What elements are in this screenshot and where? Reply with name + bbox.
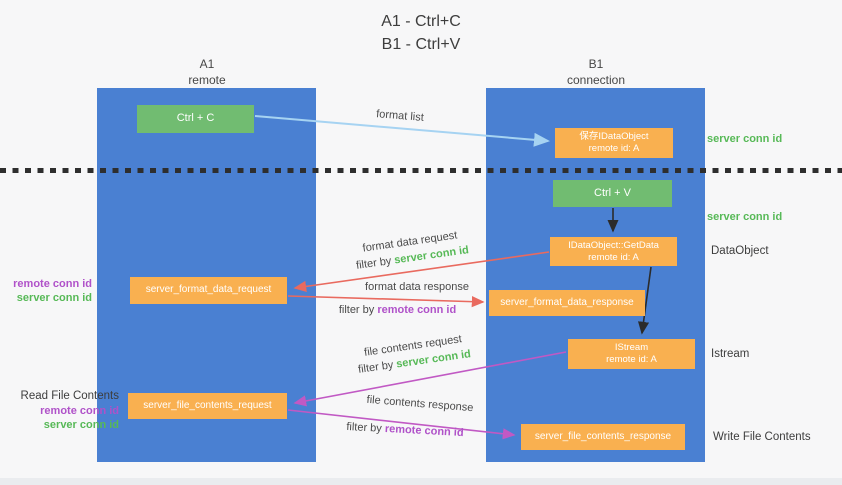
label-server-conn-id-left-bottom: server conn id <box>43 418 119 431</box>
node-idataobject-getdata: IDataObject::GetData remote id: A <box>550 237 677 266</box>
node-ctrl-c: Ctrl + C <box>137 105 254 133</box>
title-line-1: A1 - Ctrl+C <box>381 13 461 30</box>
label-group-conn-ids-bottom: remote conn id server conn id <box>0 405 119 433</box>
column-a-header: A1 remote <box>147 57 267 88</box>
node-ctrl-v: Ctrl + V <box>553 180 672 207</box>
label-server-conn-id-left-top: server conn id <box>16 291 92 304</box>
label-remote-conn-id-bottom: remote conn id <box>40 405 119 417</box>
node-istream-line2: remote id: A <box>606 354 657 365</box>
column-b-name: B1 <box>588 57 604 71</box>
label-filter-by-remote-conn-id-1: filter by remote conn id <box>330 304 465 316</box>
label-server-conn-id-mid: server conn id <box>707 211 783 223</box>
node-ctrl-v-label: Ctrl + V <box>594 186 631 199</box>
diagram-title: A1 - Ctrl+C B1 - Ctrl+V <box>0 10 842 56</box>
label-filter-by-remote-conn-id-2: filter by remote conn id <box>335 420 475 439</box>
label-read-file-contents: Read File Contents <box>20 390 119 402</box>
filter-by-prefix: filter by <box>338 304 378 316</box>
node-server-file-contents-request: server_file_contents_request <box>128 393 287 419</box>
node-server-format-data-request: server_format_data_request <box>130 277 287 304</box>
node-getdata-line2: remote id: A <box>588 251 639 263</box>
node-file-response-label: server_file_contents_response <box>534 430 672 442</box>
node-format-response-label: server_format_data_response <box>500 296 634 308</box>
node-istream: IStream remote id: A <box>568 339 695 369</box>
column-b-role: connection <box>566 72 626 87</box>
node-file-request-label: server_file_contents_request <box>143 399 272 411</box>
filter-by-value: remote conn id <box>377 304 457 316</box>
label-format-data-response: format data response <box>365 281 469 293</box>
node-istream-line1: IStream <box>614 342 649 354</box>
node-save-idataobject-line2: remote id: A <box>588 143 640 154</box>
filter-by-value: remote conn id <box>384 422 464 440</box>
arrow-format-data-response <box>287 295 485 308</box>
column-b-header: B1 connection <box>536 57 656 88</box>
node-format-request-label: server_format_data_request <box>145 284 272 296</box>
title-line-2: B1 - Ctrl+V <box>381 36 461 54</box>
node-server-file-contents-response: server_file_contents_response <box>521 424 685 450</box>
label-remote-conn-id-top: remote conn id <box>13 278 92 290</box>
label-dataobject: DataObject <box>711 245 769 257</box>
label-group-conn-ids-top: remote conn id server conn id <box>0 278 92 306</box>
filter-by-prefix: filter by <box>357 358 398 376</box>
phase-separator-dotted-line <box>0 168 842 173</box>
node-server-format-data-response: server_format_data_response <box>489 290 645 316</box>
label-write-file-contents: Write File Contents <box>713 431 811 443</box>
column-a-name: A1 <box>199 57 215 71</box>
bottom-edge-strip <box>0 478 842 485</box>
node-ctrl-c-label: Ctrl + C <box>176 112 215 125</box>
label-format-list: format list <box>375 108 425 124</box>
column-a-role: remote <box>188 72 226 87</box>
filter-by-prefix: filter by <box>355 254 396 272</box>
label-server-conn-id-top: server conn id <box>707 133 783 145</box>
node-save-idataobject-line1: 保存IDataObject <box>579 131 649 143</box>
node-getdata-line1: IDataObject::GetData <box>568 239 659 251</box>
node-save-idataobject: 保存IDataObject remote id: A <box>555 128 673 158</box>
label-file-contents-response: file contents response <box>366 393 474 415</box>
filter-by-prefix: filter by <box>346 420 386 435</box>
label-istream: Istream <box>711 348 750 360</box>
